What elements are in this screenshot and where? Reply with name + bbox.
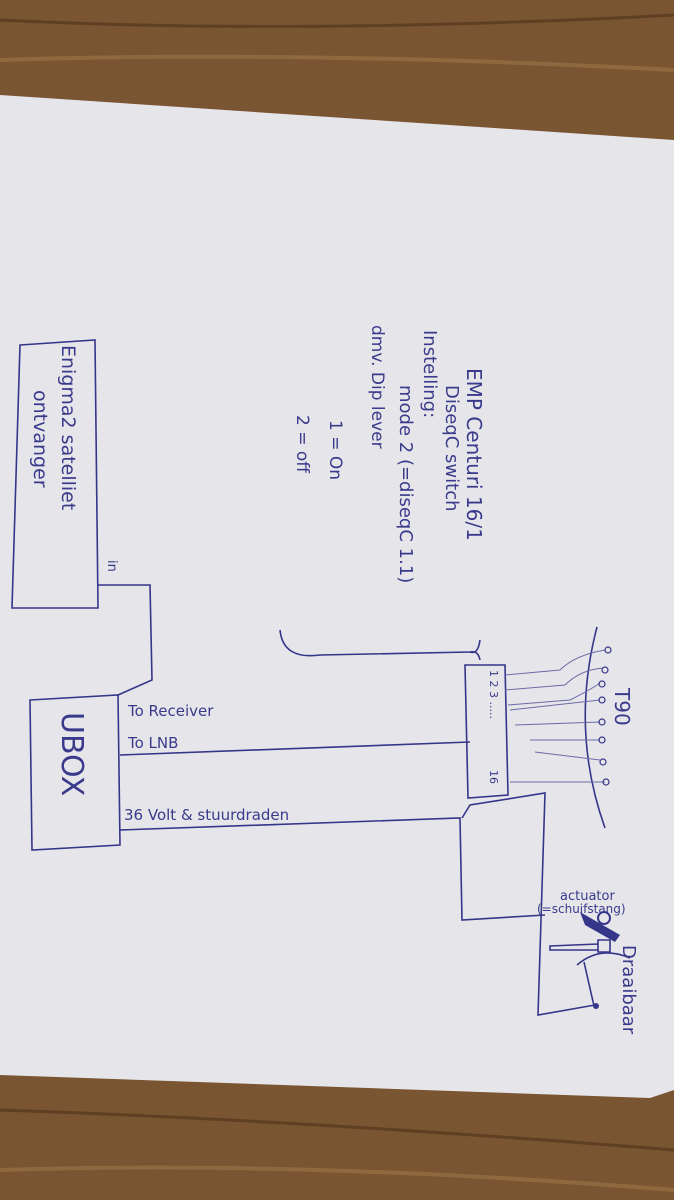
- receiver-box: Enigma2 satelliet ontvanger in: [11, 339, 119, 609]
- receiver-input-label: in: [104, 560, 119, 572]
- power-label: 36 Volt & stuurdraden: [124, 806, 289, 824]
- lnb-wire: [119, 741, 471, 756]
- ubox-label: UBOX: [54, 712, 89, 796]
- switch-title: EMP Centuri 16/1: [462, 368, 486, 541]
- switch-subtitle: DiseqC switch: [441, 385, 462, 512]
- satellite-dish: T90: [504, 626, 634, 829]
- to-receiver-label: To Receiver: [127, 702, 214, 720]
- switch-ports-start: 1 2 3 .....: [487, 670, 500, 719]
- receiver-label-line2: ontvanger: [29, 390, 51, 488]
- dip-off-label: 2 = off: [292, 415, 312, 474]
- ubox: UBOX: [29, 694, 121, 851]
- to-lnb-label: To LNB: [127, 734, 178, 752]
- rotatable-label: Draaibaar: [618, 945, 639, 1035]
- dip-on-label: 1 = On: [325, 420, 345, 480]
- paper-sheet: [0, 95, 674, 1098]
- control-wire: [461, 792, 596, 1016]
- receiver-label-line1: Enigma2 satelliet: [57, 345, 79, 510]
- dish-label: T90: [610, 687, 634, 726]
- mode-label: mode 2 (=diseqC 1.1): [395, 385, 416, 583]
- power-wire: [119, 817, 546, 921]
- switch-ports-end: 16: [487, 770, 500, 784]
- diseqc-switch-box: 1 2 3 ..... 16: [464, 664, 509, 799]
- switch-notes: EMP Centuri 16/1 DiseqC switch Instellin…: [279, 325, 486, 661]
- brace: [279, 629, 481, 661]
- dip-lever-label: dmv. Dip lever: [367, 325, 387, 449]
- actuator-label-line1: actuator: [560, 889, 615, 904]
- actuator: actuator (=schuifstang) Draaibaar: [537, 889, 639, 1035]
- settings-label: Instelling:: [419, 330, 440, 418]
